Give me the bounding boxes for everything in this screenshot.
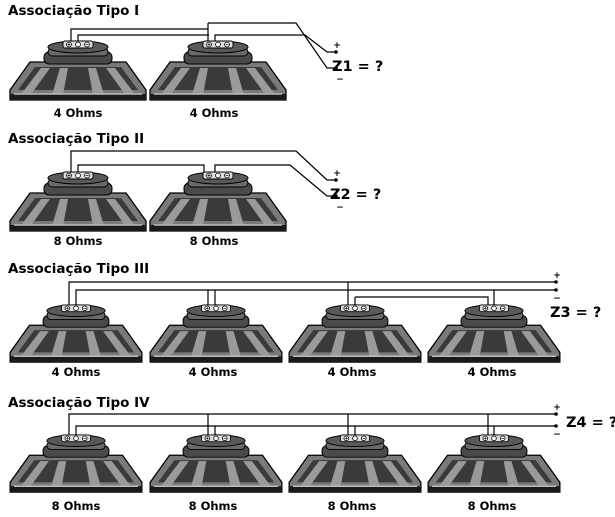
terminal-minus-4 bbox=[554, 424, 558, 428]
ohm-label: 4 Ohms bbox=[328, 365, 377, 379]
wiring-tipo-3 bbox=[68, 281, 556, 305]
wiring-tipo-2 bbox=[70, 150, 335, 197]
plus-sign: + bbox=[553, 403, 561, 413]
speaker-4-4 bbox=[427, 434, 561, 493]
minus-sign: − bbox=[553, 294, 561, 304]
minus-sign: − bbox=[336, 203, 344, 213]
section-title-tipo-2: Associação Tipo II bbox=[8, 131, 144, 147]
speaker-2-1 bbox=[9, 171, 147, 232]
ohm-label: 8 Ohms bbox=[189, 499, 238, 513]
plus-sign: + bbox=[553, 271, 561, 281]
speaker-4-2 bbox=[149, 434, 283, 493]
wiring-tipo-4 bbox=[68, 413, 556, 435]
terminal-plus-3 bbox=[554, 280, 558, 284]
speaker-3-4 bbox=[427, 304, 561, 363]
section-title-tipo-1: Associação Tipo I bbox=[8, 3, 139, 19]
ohm-label: 4 Ohms bbox=[190, 106, 239, 120]
section-title-tipo-4: Associação Tipo IV bbox=[8, 395, 150, 411]
plus-sign: + bbox=[333, 41, 341, 51]
ohm-label: 4 Ohms bbox=[52, 365, 101, 379]
speaker-1-1 bbox=[9, 40, 147, 101]
ohm-label: 8 Ohms bbox=[328, 499, 377, 513]
terminal-plus-4 bbox=[554, 412, 558, 416]
terminal-plus-2 bbox=[334, 178, 338, 182]
ohm-label: 4 Ohms bbox=[189, 365, 238, 379]
z-label-1: Z1 = ? bbox=[332, 59, 383, 75]
speaker-3-3 bbox=[288, 304, 422, 363]
section-title-tipo-3: Associação Tipo III bbox=[8, 261, 149, 277]
ohm-label: 4 Ohms bbox=[468, 365, 517, 379]
z-label-3: Z3 = ? bbox=[550, 305, 601, 321]
ohm-label: 8 Ohms bbox=[190, 234, 239, 248]
speaker-4-3 bbox=[288, 434, 422, 493]
ohm-label: 8 Ohms bbox=[54, 234, 103, 248]
z-label-4: Z4 = ? bbox=[566, 415, 615, 431]
z-label-2: Z2 = ? bbox=[330, 187, 381, 203]
terminal-minus-1 bbox=[334, 66, 338, 70]
ohm-label: 8 Ohms bbox=[468, 499, 517, 513]
speaker-3-2 bbox=[149, 304, 283, 363]
speaker-1-2 bbox=[149, 40, 287, 101]
plus-sign: + bbox=[333, 169, 341, 179]
ohm-label: 8 Ohms bbox=[52, 499, 101, 513]
wiring-tipo-1 bbox=[70, 22, 335, 69]
terminal-minus-2 bbox=[334, 194, 338, 198]
terminal-plus-1 bbox=[334, 50, 338, 54]
speaker-2-2 bbox=[149, 171, 287, 232]
terminal-minus-3 bbox=[554, 288, 558, 292]
minus-sign: − bbox=[553, 430, 561, 440]
speaker-3-1 bbox=[9, 304, 143, 363]
ohm-label: 4 Ohms bbox=[54, 106, 103, 120]
speaker-4-1 bbox=[9, 434, 143, 493]
minus-sign: − bbox=[336, 75, 344, 85]
